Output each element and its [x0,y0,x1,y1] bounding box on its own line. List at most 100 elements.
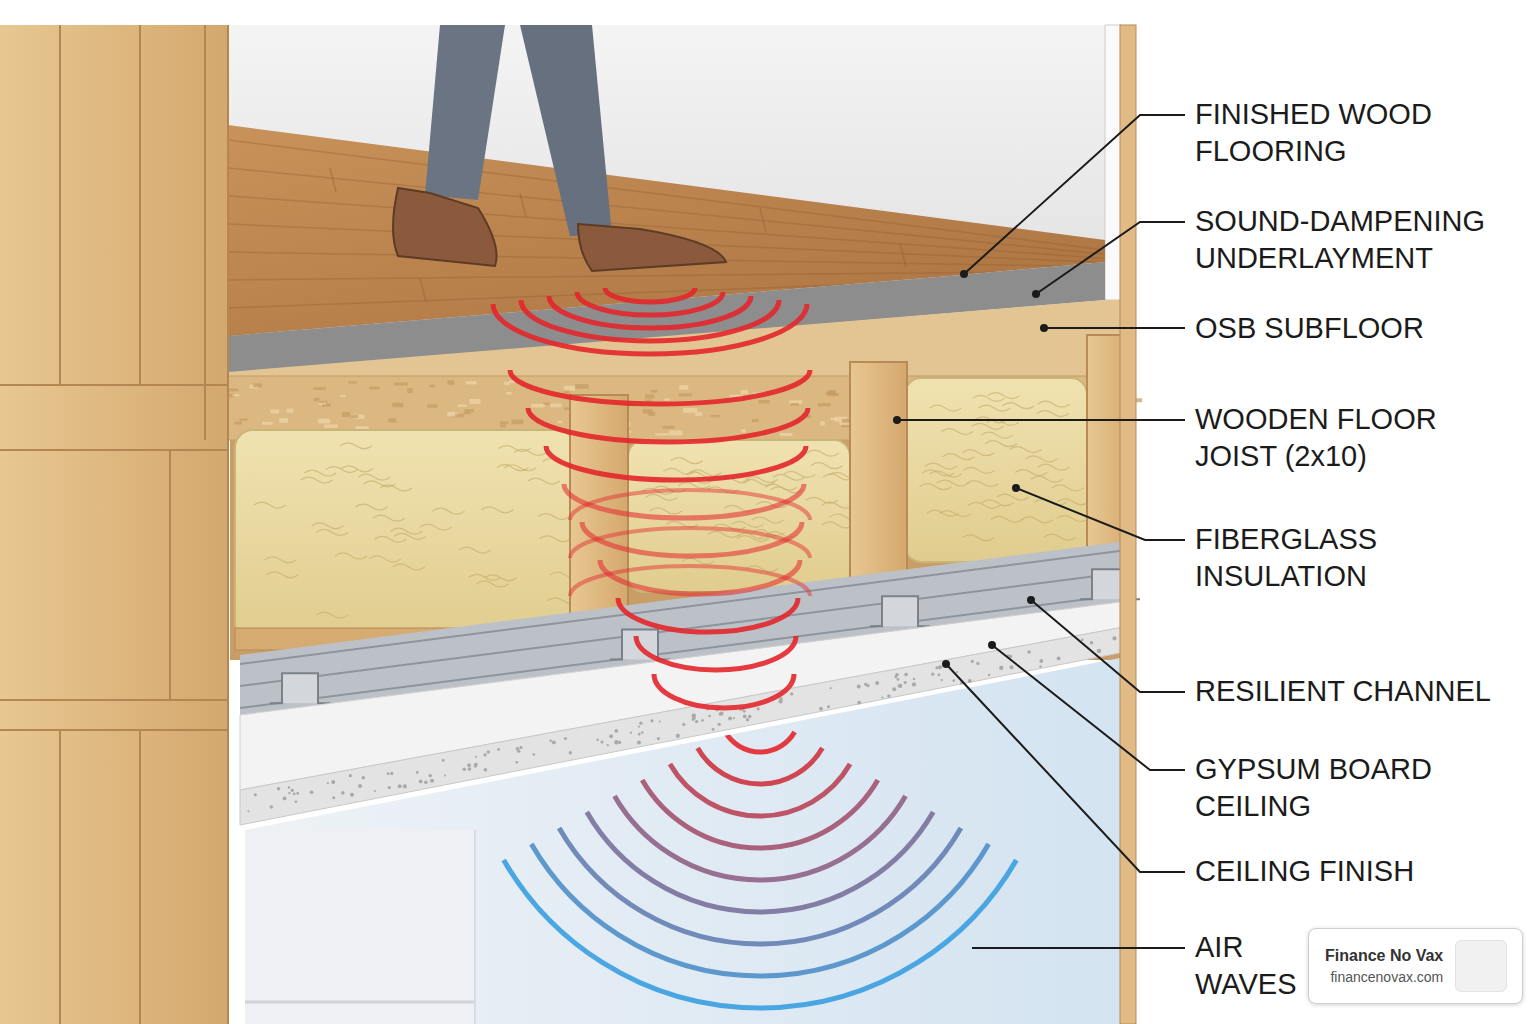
speckle [549,739,551,741]
speckle [467,763,471,767]
fibre [355,504,387,510]
fibre [420,524,452,530]
stud-edge [204,25,206,440]
sound-wave [636,636,796,670]
speckle [971,660,974,663]
fibre [373,515,405,521]
fibre [708,531,740,537]
speckle [999,666,1003,670]
speckle [881,697,883,699]
room-corner [474,830,476,1024]
osb-flake [318,400,326,404]
speckle [487,750,490,753]
speckle [790,692,793,695]
speckle [719,711,723,715]
osb-flake [279,418,288,423]
fibre [304,470,336,476]
stud-edge [59,25,61,385]
fibre [962,450,994,456]
fibre [978,405,1010,411]
plate-edge [0,449,228,451]
speckle [614,740,618,744]
fibre [937,480,969,486]
speckle [779,699,783,703]
fibre [374,536,406,542]
speckle [827,705,830,708]
speckle [341,791,345,795]
fibre [364,481,396,487]
leader-lines [897,115,1185,948]
fibre [981,500,1013,506]
speckle [283,797,287,801]
speckle [254,793,257,796]
speckle [291,789,294,792]
framing-lines [0,25,228,1024]
osb-flake [506,392,512,395]
speckle [1039,659,1043,663]
callout-label: FIBERGLASS INSULATION [1195,521,1525,595]
speckle [676,734,680,738]
leader-line [897,419,1185,421]
osb-flake [669,430,683,435]
speckle [757,707,760,710]
speckle [1081,639,1084,642]
sound-wave [577,292,723,315]
fibre [822,522,854,528]
osb-flake [500,424,506,427]
speckle [701,719,704,722]
osb-flake [314,387,326,390]
leader-dot [988,641,996,649]
fibre [962,535,994,541]
speckle [468,767,472,771]
fibre [1057,516,1089,522]
fibre [1044,534,1076,540]
speckle [904,681,907,684]
fibre [941,429,973,435]
osb-flake [752,419,759,422]
fibre [481,507,513,513]
speckle [288,786,290,788]
speckle [444,774,446,776]
osb-flake [531,404,544,408]
watermark-badge: Finance No Vaxfinancenovax.com [1308,928,1523,1004]
lower-room-wall [245,830,475,1024]
person-leg [520,25,612,236]
fibre [316,612,348,618]
speckle [295,800,298,803]
leader-line [1031,600,1185,692]
osb-flake [679,393,692,396]
plate-edge [0,729,228,731]
fibre [335,553,367,559]
osb-flake [324,424,338,427]
sound-wave [546,446,806,480]
leader-line [946,664,1185,872]
fibre [1015,470,1047,476]
speckle [968,679,972,683]
osb-flake [679,385,688,390]
osb-flake [234,422,242,425]
person-shoe [578,224,726,271]
fibre [265,557,297,563]
osb-flake [233,394,240,396]
speckle [748,715,752,719]
fibre [504,465,536,471]
osb-flake [741,429,745,432]
fibre [1037,464,1069,470]
osb-flake [818,403,831,406]
fibre [312,523,344,529]
callout-label: WOODEN FLOOR JOIST (2x10) [1195,401,1495,475]
osb-flake [351,415,358,418]
fibre [539,536,571,542]
osb-flake [458,404,467,407]
speckle [484,768,488,772]
osb-flake [262,422,273,425]
speckle [403,784,407,788]
leader-dot [893,416,901,424]
speckle [1009,655,1012,658]
speckle [938,674,941,677]
rim-edge [169,450,171,700]
osb-flake [370,387,380,390]
sound-wave [570,528,810,558]
air-wave [642,780,878,848]
speckle [350,793,354,797]
